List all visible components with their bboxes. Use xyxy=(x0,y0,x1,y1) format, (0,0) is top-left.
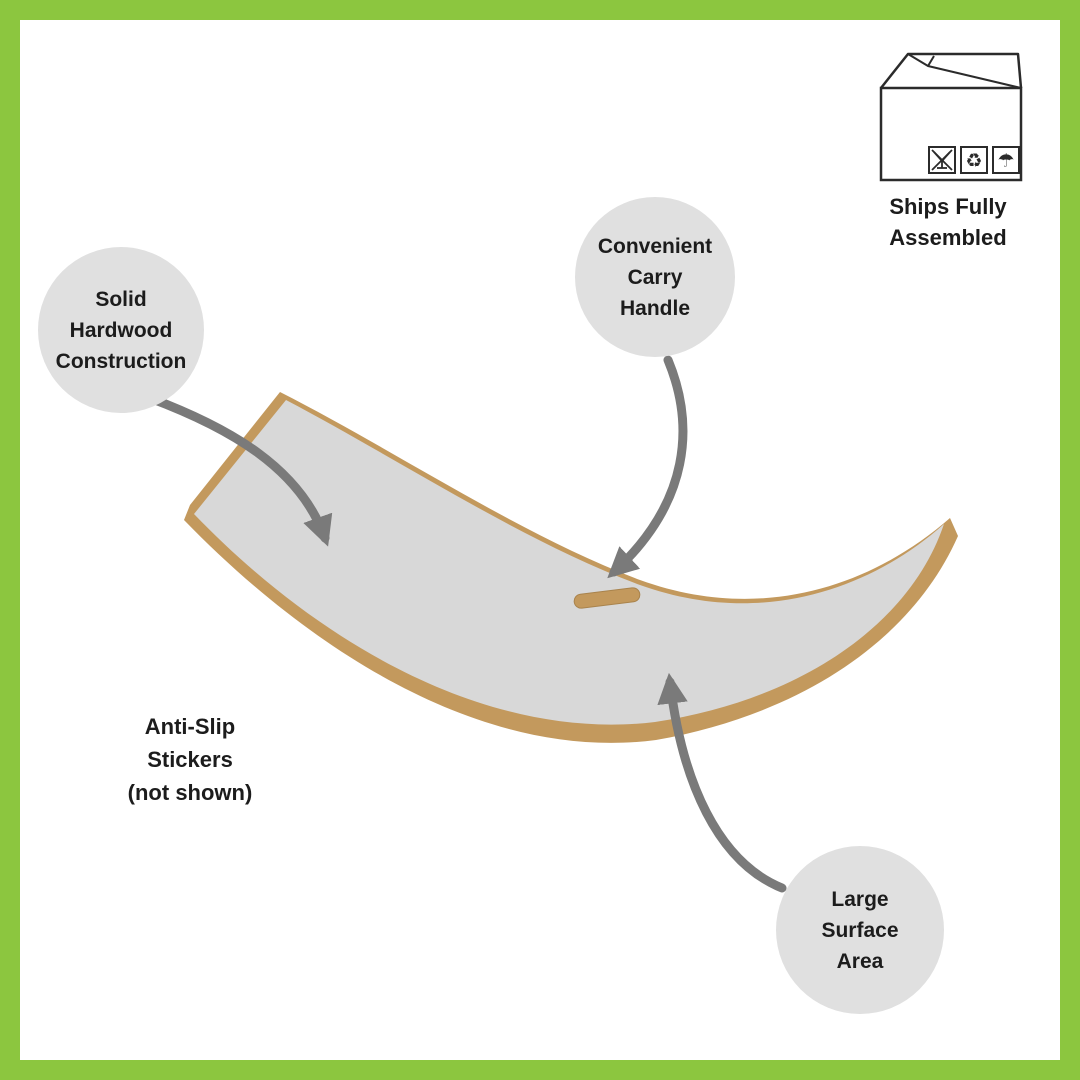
arrow-large-surface xyxy=(657,672,787,893)
callout-text-line: Convenient xyxy=(597,234,713,258)
shipping-caption: Ships Fully Assembled xyxy=(858,191,1038,253)
umbrella-icon: ☂ xyxy=(997,150,1014,172)
shipping-info: ♻ ☂ Ships Fully Assembled xyxy=(858,42,1038,253)
callout-solid-hardwood: Solid Hardwood Construction xyxy=(38,247,204,413)
arrow-carry-handle xyxy=(607,355,688,579)
callout-text-line: Surface xyxy=(821,918,899,942)
box-top-flaps xyxy=(880,52,1023,89)
label-text-line: Anti-Slip xyxy=(144,714,236,739)
callout-text-line: Area xyxy=(836,949,884,973)
anti-slip-label: Anti-Slip Stickers (not shown) xyxy=(88,710,292,809)
board-top-surface xyxy=(194,400,944,725)
caption-text-line: Assembled xyxy=(889,225,1007,250)
callout-text-line: Large xyxy=(831,887,889,911)
recycle-symbol-box xyxy=(960,146,988,174)
box-flap-edge xyxy=(927,55,935,67)
label-text-line: (not shown) xyxy=(127,780,253,805)
callout-text-line: Hardwood xyxy=(69,318,173,342)
fragile-symbol-box xyxy=(928,146,956,174)
box-flap-seam xyxy=(907,53,1022,89)
callout-text-line: Solid xyxy=(95,287,147,311)
keep-dry-symbol-box xyxy=(992,146,1020,174)
box-front-face xyxy=(879,86,1023,182)
callout-carry-handle: Convenient Carry Handle xyxy=(575,197,735,357)
shipping-box-icon: ♻ ☂ xyxy=(879,52,1023,182)
callout-text-line: Construction xyxy=(55,349,187,373)
label-text-line: Stickers xyxy=(147,747,233,772)
callout-large-surface: Large Surface Area xyxy=(776,846,944,1014)
arrow-solid-hardwood xyxy=(145,393,333,547)
fragile-glass-icon xyxy=(931,149,953,171)
recycle-icon: ♻ xyxy=(965,150,982,172)
carry-handle-slot xyxy=(573,587,641,609)
callout-text-line: Carry xyxy=(627,265,683,289)
callout-text-line: Handle xyxy=(619,296,690,320)
caption-text-line: Ships Fully xyxy=(889,194,1007,219)
